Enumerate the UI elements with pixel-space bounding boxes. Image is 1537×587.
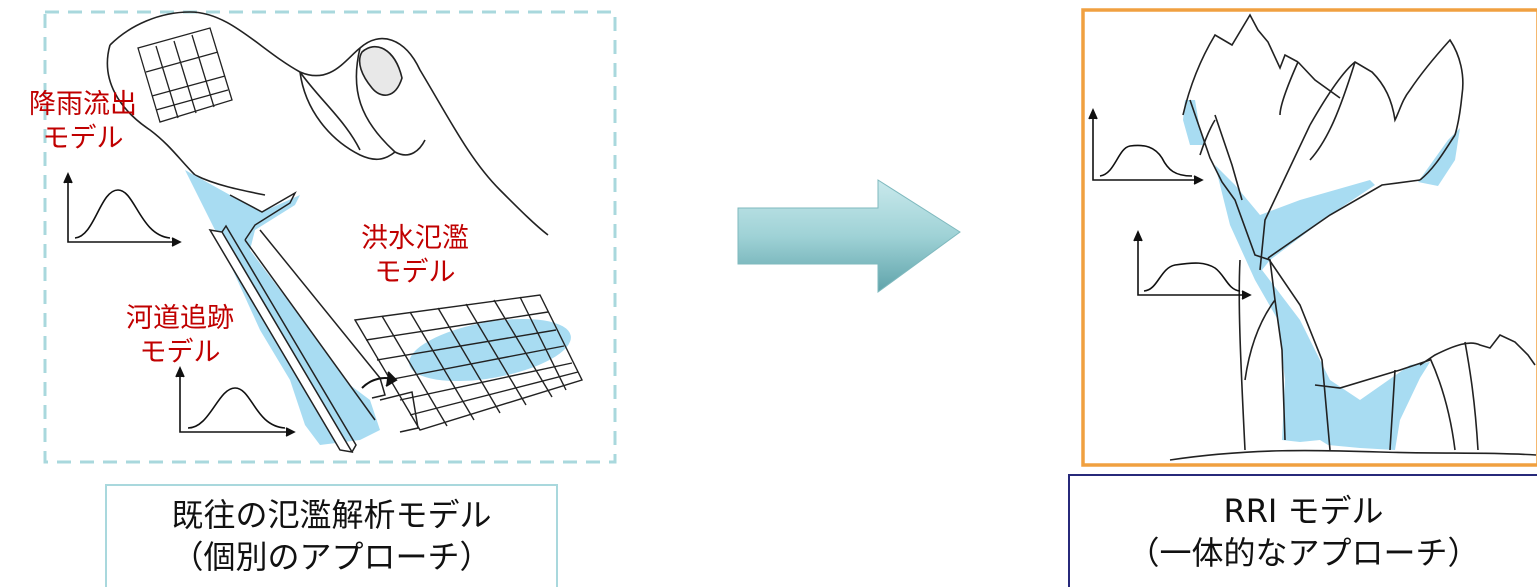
right-panel-frame bbox=[1081, 8, 1537, 467]
label-flood-inundation-line1: 洪水氾濫 bbox=[361, 223, 469, 254]
right-hydrograph-1 bbox=[1088, 108, 1204, 185]
label-flood-inundation-model: 洪水氾濫 モデル bbox=[340, 222, 490, 290]
label-river-routing-model: 河道追跡 モデル bbox=[100, 302, 260, 370]
left-panel-frame bbox=[43, 10, 617, 464]
overflow-arrow-icon bbox=[361, 371, 398, 389]
hillside-grid bbox=[137, 27, 233, 123]
right-water bbox=[1183, 100, 1460, 450]
right-mountain-lines bbox=[1169, 13, 1537, 461]
left-caption-box: 既往の氾濫解析モデル （個別のアプローチ） bbox=[105, 484, 558, 587]
label-rainfall-runoff-line1: 降雨流出 bbox=[29, 89, 137, 120]
label-flood-inundation-line2: モデル bbox=[374, 257, 456, 288]
flood-grid bbox=[353, 294, 583, 431]
label-river-routing-line2: モデル bbox=[139, 337, 221, 368]
transition-arrow-icon bbox=[737, 179, 961, 293]
left-hydrograph-1 bbox=[63, 172, 182, 247]
right-hydrograph-2 bbox=[1133, 230, 1252, 300]
river-levee bbox=[208, 191, 419, 454]
left-caption-title: 既往の氾濫解析モデル bbox=[171, 496, 492, 534]
left-caption-subtitle: （個別のアプローチ） bbox=[171, 538, 492, 576]
label-rainfall-runoff-line2: モデル bbox=[42, 123, 124, 154]
right-caption-subtitle: （一体的なアプローチ） bbox=[1127, 534, 1480, 572]
left-hydrograph-2 bbox=[175, 366, 296, 437]
right-caption-title: RRI モデル bbox=[1223, 492, 1384, 530]
label-river-routing-line1: 河道追跡 bbox=[126, 303, 234, 334]
label-rainfall-runoff-model: 降雨流出 モデル bbox=[8, 88, 158, 156]
left-mountain-scene bbox=[106, 11, 549, 236]
right-caption-box: RRI モデル （一体的なアプローチ） bbox=[1068, 474, 1537, 587]
